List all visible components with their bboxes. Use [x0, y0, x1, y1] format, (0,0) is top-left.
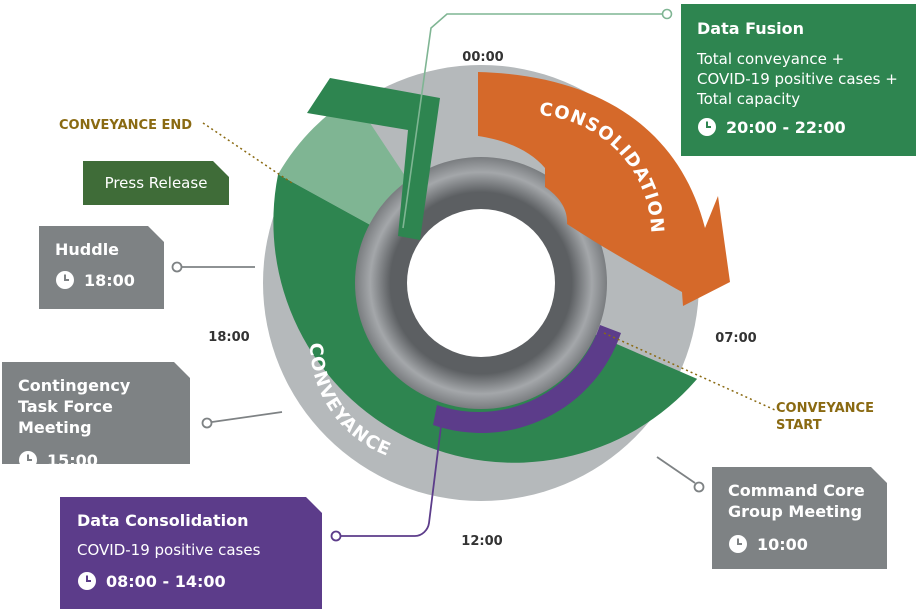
time-label-0000: 00:00: [462, 50, 503, 65]
huddle-time: 18:00: [84, 270, 135, 290]
data-consolidation-title: Data Consolidation: [77, 511, 249, 530]
contingency-connector-dot: [201, 417, 213, 429]
conveyance-end-label: CONVEYANCE END: [59, 118, 192, 133]
conveyance-start-label-line2: START: [776, 418, 822, 433]
data-fusion-connector: [402, 13, 667, 229]
command-core-connector: [656, 456, 696, 484]
data-fusion-time-row: 20:00 - 22:00: [697, 117, 900, 137]
data-consolidation-card: Data Consolidation COVID-19 positive cas…: [60, 497, 322, 609]
time-label-1800: 18:00: [208, 330, 249, 345]
conveyance-start-line: [603, 332, 776, 411]
time-label-1200: 12:00: [461, 534, 502, 549]
contingency-connector: [211, 411, 283, 423]
press-release-label: Press Release: [104, 174, 208, 192]
command-core-time-row: 10:00: [728, 534, 871, 554]
command-core-time: 10:00: [757, 534, 808, 554]
huddle-connector-dot: [171, 261, 183, 273]
clock-icon: [55, 270, 75, 290]
command-core-connector-dot: [693, 481, 705, 493]
data-fusion-description: Total conveyance + COVID-19 positive cas…: [697, 50, 898, 108]
huddle-title: Huddle: [55, 240, 120, 259]
data-fusion-connector-dot: [661, 8, 673, 20]
data-consolidation-time-row: 08:00 - 14:00: [77, 571, 305, 591]
consolidation-arrow: [478, 72, 730, 306]
data-consolidation-time: 08:00 - 14:00: [106, 571, 226, 591]
time-label-0700: 07:00: [715, 331, 756, 346]
data-consolidation-connector: [341, 409, 444, 537]
huddle-time-row: 18:00: [55, 270, 148, 290]
command-core-title: Command Core Group Meeting: [728, 481, 865, 521]
clock-icon: [728, 534, 748, 554]
data-consolidation-description: COVID-19 positive cases: [77, 541, 261, 559]
data-fusion-card: Data Fusion Total conveyance + COVID-19 …: [681, 4, 916, 156]
ring-center: [407, 209, 555, 357]
clock-icon: [697, 117, 717, 137]
data-fusion-title: Data Fusion: [697, 19, 805, 38]
contingency-title: Contingency Task Force Meeting: [18, 376, 131, 437]
clock-icon: [77, 571, 97, 591]
press-release-tag: Press Release: [83, 161, 229, 205]
command-core-card: Command Core Group Meeting 10:00: [712, 467, 887, 569]
data-consolidation-connector-dot: [330, 530, 342, 542]
contingency-card: Contingency Task Force Meeting 15:00: [2, 362, 190, 464]
conveyance-start-label-line1: CONVEYANCE: [776, 401, 874, 416]
data-fusion-time: 20:00 - 22:00: [726, 117, 846, 137]
data-consolidation-arc: [433, 325, 621, 434]
huddle-card: Huddle 18:00: [39, 226, 164, 309]
